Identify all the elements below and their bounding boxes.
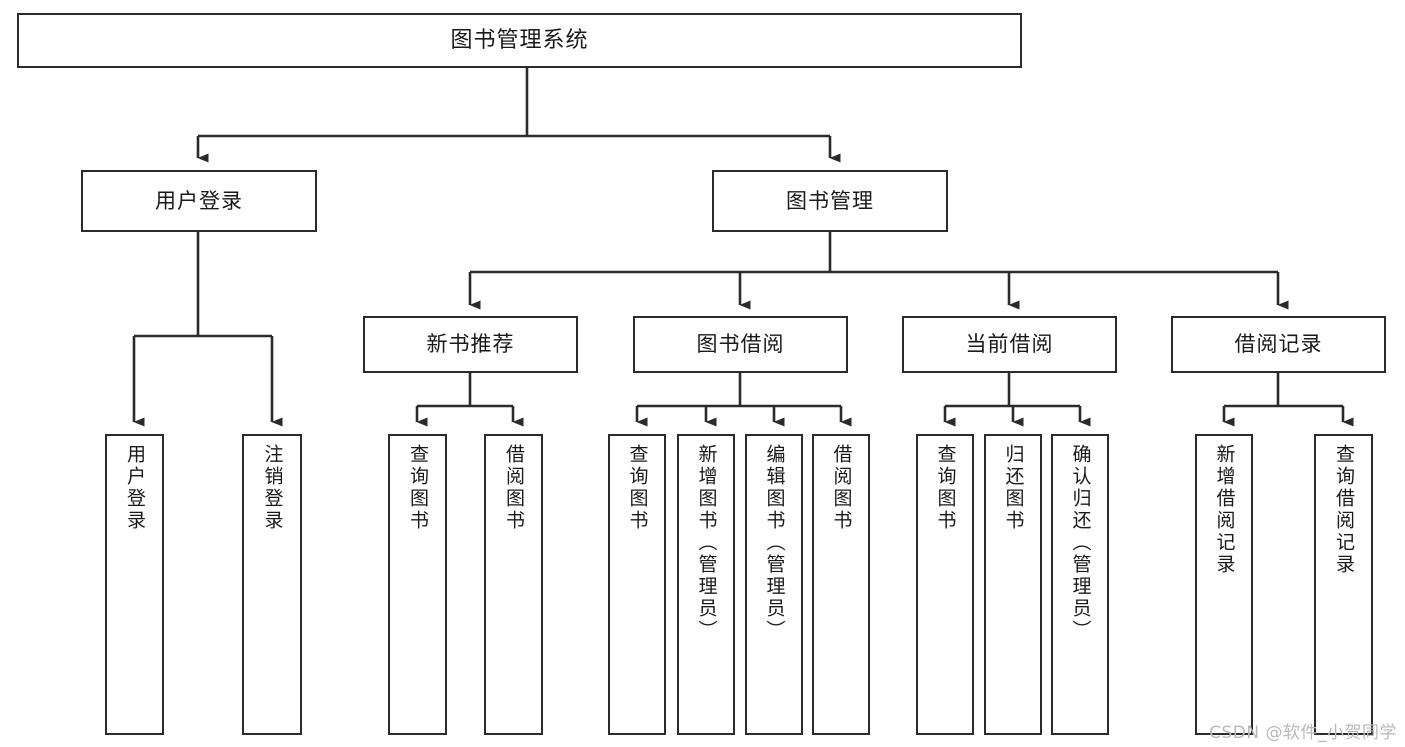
node-label: 新增图书（管理员） xyxy=(695,444,718,642)
node-label: 新增借阅记录 xyxy=(1213,444,1236,576)
leaf-user-login[interactable]: 用户登录 xyxy=(105,434,164,735)
leaf-add-borrow-record[interactable]: 新增借阅记录 xyxy=(1195,434,1253,735)
leaf-borrow-book-recommend[interactable]: 借阅图书 xyxy=(484,434,543,735)
leaf-confirm-return-admin[interactable]: 确认归还（管理员） xyxy=(1051,434,1109,735)
node-label: 用户登录 xyxy=(123,444,146,532)
leaf-query-book-current[interactable]: 查询图书 xyxy=(916,434,974,735)
node-current-borrow[interactable]: 当前借阅 xyxy=(902,316,1117,373)
node-root-system[interactable]: 图书管理系统 xyxy=(17,13,1022,68)
node-label: 查询图书 xyxy=(934,444,957,532)
node-label: 图书管理 xyxy=(786,188,874,213)
node-label: 新书推荐 xyxy=(426,332,515,357)
leaf-borrow-book-borrow[interactable]: 借阅图书 xyxy=(812,434,870,735)
node-label: 查询借阅记录 xyxy=(1332,444,1355,576)
node-label: 借阅图书 xyxy=(830,444,853,532)
leaf-return-book[interactable]: 归还图书 xyxy=(984,434,1042,735)
leaf-add-book-admin[interactable]: 新增图书（管理员） xyxy=(677,434,735,735)
node-new-book-recommend[interactable]: 新书推荐 xyxy=(363,316,578,373)
node-label: 编辑图书（管理员） xyxy=(763,444,786,642)
leaf-query-book-borrow[interactable]: 查询图书 xyxy=(608,434,666,735)
leaf-query-borrow-record[interactable]: 查询借阅记录 xyxy=(1314,434,1373,735)
node-label: 图书借阅 xyxy=(696,332,785,357)
node-label: 归还图书 xyxy=(1002,444,1025,532)
node-label: 查询图书 xyxy=(406,444,429,532)
leaf-logout-login[interactable]: 注销登录 xyxy=(242,434,302,735)
node-label: 用户登录 xyxy=(155,188,243,213)
node-user-login[interactable]: 用户登录 xyxy=(81,170,317,232)
leaf-edit-book-admin[interactable]: 编辑图书（管理员） xyxy=(745,434,803,735)
node-label: 当前借阅 xyxy=(965,332,1054,357)
node-label: 图书管理系统 xyxy=(450,27,589,53)
watermark: CSDN @软件_小贺同学 xyxy=(1209,723,1397,743)
node-label: 借阅图书 xyxy=(502,444,525,532)
leaf-query-book-recommend[interactable]: 查询图书 xyxy=(388,434,447,735)
node-book-borrow[interactable]: 图书借阅 xyxy=(633,316,848,373)
node-label: 注销登录 xyxy=(261,444,284,532)
node-label: 借阅记录 xyxy=(1234,332,1323,357)
node-label: 确认归还（管理员） xyxy=(1069,444,1092,642)
node-book-management[interactable]: 图书管理 xyxy=(712,170,948,232)
node-borrow-record[interactable]: 借阅记录 xyxy=(1171,316,1386,373)
node-label: 查询图书 xyxy=(626,444,649,532)
